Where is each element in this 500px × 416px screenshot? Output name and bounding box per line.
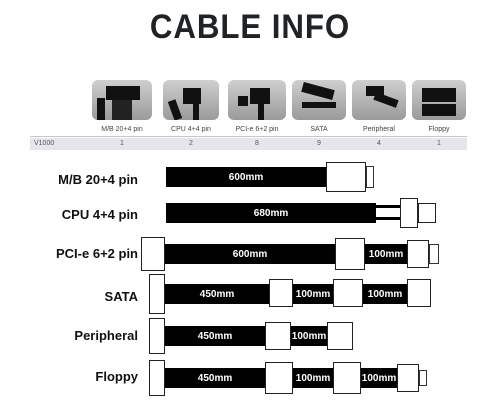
- cable-segment-bar: 100mm: [291, 326, 327, 346]
- table-cell: 8: [255, 140, 259, 147]
- cable-segment-bar: 600mm: [165, 244, 335, 264]
- floppy-connector-tip: [419, 370, 427, 386]
- cpu-connector: [418, 203, 436, 223]
- molex-connector: [149, 318, 165, 354]
- molex-connector: [327, 322, 353, 350]
- sata-connector: [407, 279, 431, 307]
- pcie-connector: [141, 237, 165, 271]
- cable-segment-bar: 450mm: [165, 368, 265, 388]
- page-title: CABLE INFO: [149, 8, 351, 46]
- table-cell: 4: [377, 140, 381, 147]
- cable-label-pcie: PCI-e 6+2 pin: [56, 246, 138, 261]
- table-divider: [30, 136, 467, 137]
- column-header: PCI-e 6+2 pin: [235, 126, 279, 133]
- table-cell: 2: [189, 140, 193, 147]
- column-header: SATA: [310, 126, 328, 133]
- column-header: Peripheral: [363, 126, 395, 133]
- cable-wire: [376, 205, 400, 208]
- column-header: M/B 20+4 pin: [101, 126, 143, 133]
- floppy-connector: [397, 364, 419, 392]
- molex-connector: [149, 360, 165, 396]
- cable-segment-bar: 100mm: [293, 284, 333, 304]
- mb-cable-photo: [92, 80, 152, 120]
- column-header: CPU 4+4 pin: [171, 126, 211, 133]
- cpu-connector: [400, 198, 418, 228]
- floppy-cable-photo: [412, 80, 466, 120]
- cable-count-table: M/B 20+4 pin CPU 4+4 pin PCI-e 6+2 pin S…: [30, 78, 467, 152]
- pcie-connector: [407, 240, 429, 268]
- cable-segment-bar: 450mm: [165, 284, 269, 304]
- atx-connector: [326, 162, 366, 192]
- cable-segment-bar: 100mm: [365, 244, 407, 264]
- cpu-cable-photo: [163, 80, 219, 120]
- column-header: Floppy: [428, 126, 450, 133]
- sata-connector: [269, 279, 293, 307]
- sata-cable-photo: [292, 80, 346, 120]
- cable-segment-bar: 100mm: [293, 368, 333, 388]
- cable-wire: [376, 217, 400, 220]
- table-cell: 9: [317, 140, 321, 147]
- cable-label-cpu: CPU 4+4 pin: [61, 207, 138, 222]
- cable-segment-bar: 100mm: [363, 284, 407, 304]
- cable-segment-bar: 100mm: [361, 368, 397, 388]
- cable-segment-bar: 680mm: [166, 203, 376, 223]
- connector-latch: [366, 166, 374, 188]
- cable-label-peripheral: Peripheral: [74, 328, 138, 343]
- molex-connector: [265, 322, 291, 350]
- pcie-connector: [335, 238, 365, 270]
- sata-connector: [149, 274, 165, 314]
- cable-label-sata: SATA: [104, 289, 138, 304]
- pcie-connector-2pin: [429, 244, 439, 264]
- cable-label-mb: M/B 20+4 pin: [58, 172, 138, 187]
- cable-segment-bar: 600mm: [166, 167, 326, 187]
- cable-segment-bar: 450mm: [165, 326, 265, 346]
- molex-connector: [333, 362, 361, 394]
- pcie-cable-photo: [228, 80, 286, 120]
- table-cell: 1: [120, 140, 124, 147]
- sata-connector: [333, 279, 363, 307]
- cable-label-floppy: Floppy: [95, 369, 138, 384]
- peripheral-cable-photo: [352, 80, 406, 120]
- table-row: [30, 138, 467, 150]
- row-label: V1000: [34, 140, 55, 147]
- table-cell: 1: [437, 140, 441, 147]
- molex-connector: [265, 362, 293, 394]
